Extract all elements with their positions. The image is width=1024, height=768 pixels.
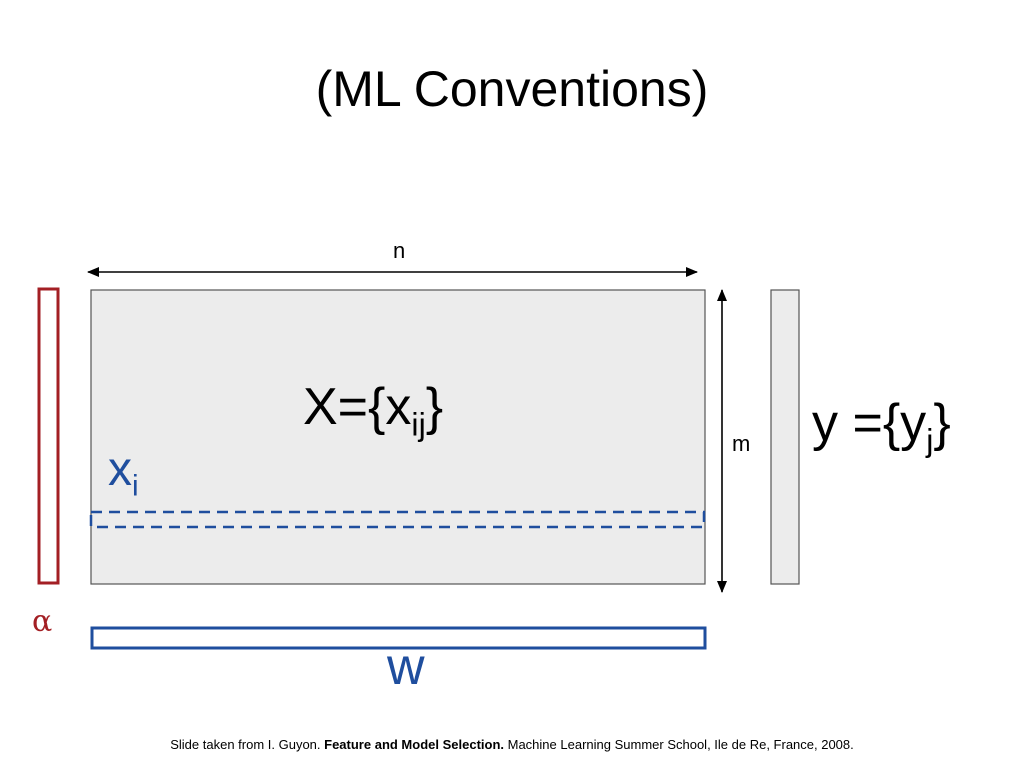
n-label: n bbox=[393, 238, 406, 263]
alpha-label: α bbox=[32, 604, 53, 639]
matrix-label: X={xij} bbox=[303, 378, 444, 440]
target-label-main: y ={y bbox=[812, 394, 927, 452]
data-matrix bbox=[90, 289, 706, 585]
row-label-sub: i bbox=[132, 469, 139, 503]
target-vector bbox=[770, 289, 800, 585]
slide-caption: Slide taken from I. Guyon. Feature and M… bbox=[0, 737, 1024, 753]
weight-vector bbox=[90, 626, 707, 650]
m-label: m bbox=[732, 431, 751, 456]
caption-suffix: Machine Learning Summer School, Ile de R… bbox=[504, 737, 854, 752]
target-label-sub: j bbox=[926, 422, 934, 459]
caption-bold: Feature and Model Selection. bbox=[324, 737, 505, 752]
caption-prefix: Slide taken from I. Guyon. bbox=[170, 737, 325, 752]
matrix-label-sub: ij bbox=[411, 406, 426, 443]
row-xi-highlight bbox=[89, 510, 706, 529]
target-label: y ={yj} bbox=[812, 394, 951, 456]
weight-label: w bbox=[387, 638, 425, 696]
row-label-main: x bbox=[108, 443, 132, 496]
matrix-label-main: X={x bbox=[303, 378, 412, 436]
alpha-vector bbox=[37, 287, 60, 585]
slide-title: (ML Conventions) bbox=[315, 61, 709, 117]
matrix-label-close: } bbox=[425, 378, 444, 436]
row-label: xi bbox=[108, 443, 139, 501]
target-label-close: } bbox=[933, 394, 951, 452]
